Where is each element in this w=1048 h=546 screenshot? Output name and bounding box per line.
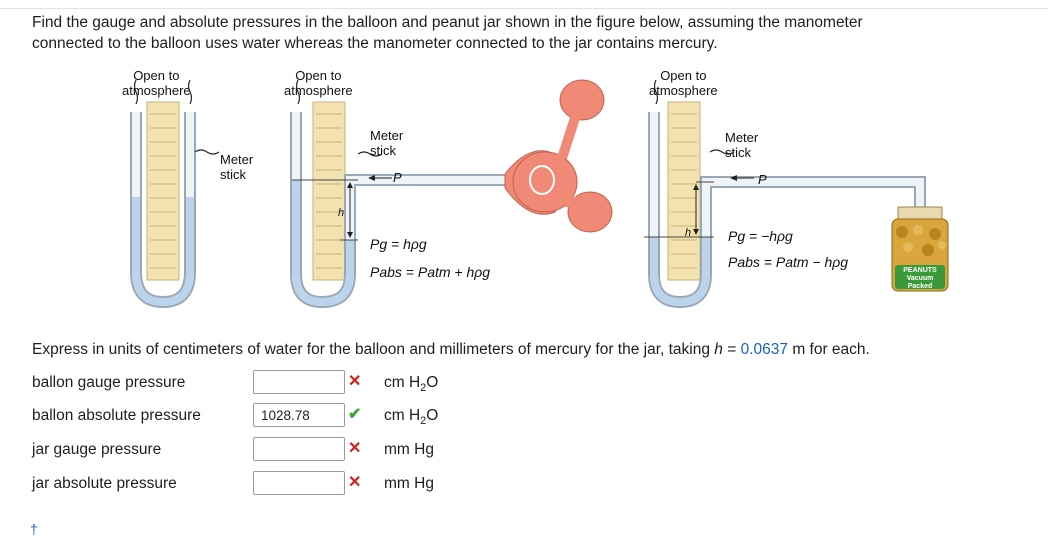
footnote-dagger-link[interactable]: † <box>30 521 38 537</box>
row-label: jar absolute pressure <box>32 475 177 492</box>
balloon-gauge-equation: Pg = hρg <box>370 236 427 252</box>
balloon-absolute-equation: Pabs = Patm + hρg <box>370 264 491 280</box>
u-tube-jar <box>644 79 926 309</box>
instruction-text: Express in units of centimeters of water… <box>32 341 870 358</box>
incorrect-mark-icon: ✕ <box>348 373 362 390</box>
row-label: jar gauge pressure <box>32 441 162 458</box>
unit-label: cm H2O <box>384 374 439 395</box>
h-label-jar: h <box>685 227 692 239</box>
h-label-balloon: h <box>338 207 345 219</box>
question-line-1: Find the gauge and absolute pressures in… <box>32 14 863 31</box>
question-line-2: connected to the balloon uses water wher… <box>32 35 718 52</box>
u-tube-balloon <box>290 79 520 309</box>
question-text: Find the gauge and absolute pressures in… <box>32 12 1022 54</box>
jar-label: PEANUTS Vacuum Packed <box>903 267 937 290</box>
u-tube-1 <box>130 79 220 309</box>
row-label: ballon gauge pressure <box>32 374 186 391</box>
open-atmosphere-label-1: Open to atmosphere <box>122 68 191 98</box>
jar-absolute-input[interactable] <box>253 471 345 495</box>
pressure-p-label-balloon: P <box>393 170 402 185</box>
manometer-diagram <box>130 79 949 309</box>
manometer-figure: Open to atmosphere Open to atmosphere Op… <box>100 62 980 332</box>
unit-label: mm Hg <box>384 475 434 492</box>
unit-label: cm H2O <box>384 407 439 428</box>
open-atmosphere-label-2: Open to atmosphere <box>284 68 353 98</box>
h-variable: h <box>714 341 723 358</box>
h-value: 0.0637 <box>740 341 789 358</box>
balloon <box>504 79 613 233</box>
peanut-jar <box>891 206 949 292</box>
jar-gauge-equation: Pg = −hρg <box>728 228 793 244</box>
correct-check-icon: ✔ <box>348 406 362 423</box>
row-label: ballon absolute pressure <box>32 407 201 424</box>
meter-stick-label-1: Meter stick <box>220 152 254 182</box>
jar-gauge-input[interactable] <box>253 437 345 461</box>
incorrect-mark-icon: ✕ <box>348 440 362 457</box>
pressure-p-label-jar: P <box>758 172 767 187</box>
jar-absolute-equation: Pabs = Patm − hρg <box>728 254 849 270</box>
unit-label: mm Hg <box>384 441 434 458</box>
top-divider <box>0 0 1048 9</box>
balloon-gauge-input[interactable] <box>253 370 345 394</box>
balloon-absolute-input[interactable] <box>253 403 345 427</box>
open-atmosphere-label-3: Open to atmosphere <box>649 68 718 98</box>
meter-stick-label-3: Meter stick <box>725 130 759 160</box>
meter-stick-label-2: Meter stick <box>370 128 404 158</box>
incorrect-mark-icon: ✕ <box>348 474 362 491</box>
